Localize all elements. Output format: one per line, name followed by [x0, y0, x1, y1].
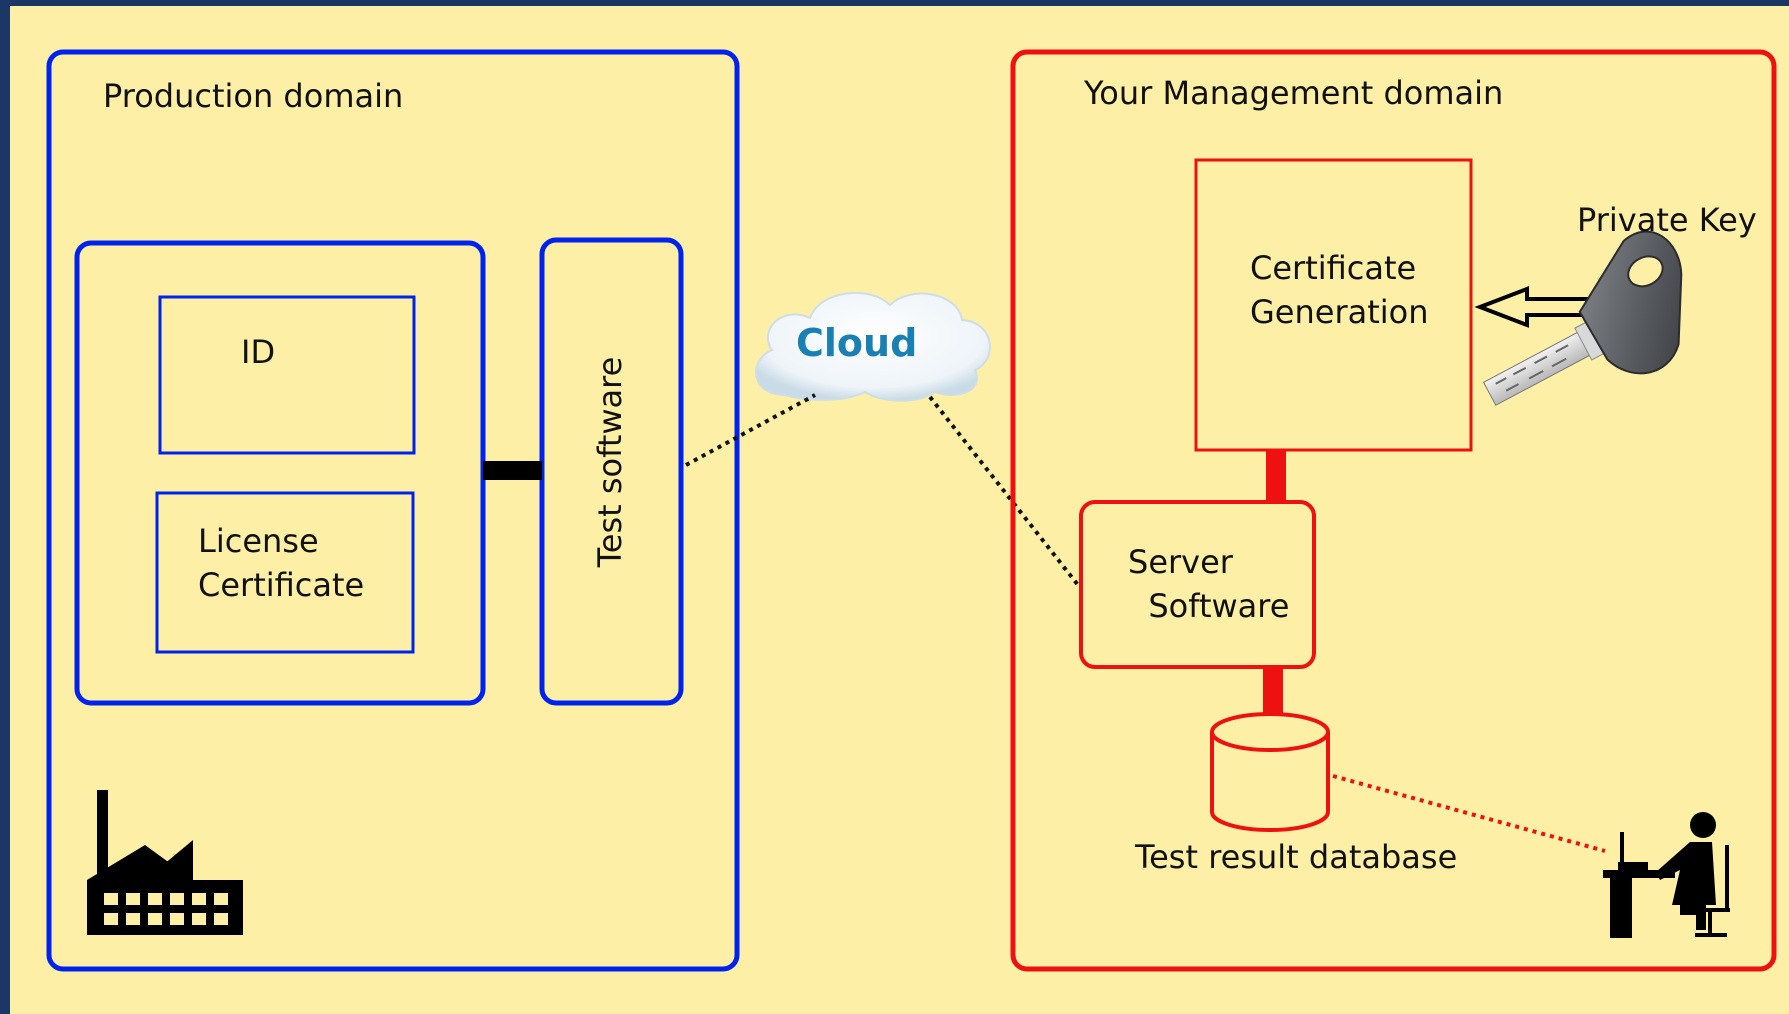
factory-icon [87, 790, 243, 935]
test-software-label: Test software [591, 356, 629, 568]
server-software-label: Server Software [1128, 543, 1290, 625]
diagram-panel [10, 6, 1789, 1014]
license-certificate-label: License Certificate [198, 522, 365, 604]
certificate-generation-box [1194, 158, 1473, 452]
cloud-label: Cloud [796, 321, 918, 365]
management-domain-box [1010, 49, 1777, 972]
database-icon [1210, 712, 1330, 832]
id-box [158, 295, 416, 455]
link-test-software-cloud [685, 393, 816, 467]
connector-cert-server [1266, 450, 1286, 502]
production-domain-box [46, 49, 740, 972]
management-domain-title: Your Management domain [1084, 74, 1504, 112]
operator-at-desk-icon [1603, 812, 1730, 938]
cloud-icon [755, 292, 991, 402]
license-certificate-box [155, 491, 415, 654]
certificate-generation-label: Certificate Generation [1250, 249, 1429, 331]
link-cloud-server [928, 395, 1080, 587]
private-key-label: Private Key [1577, 201, 1757, 239]
test-result-database-label: Test result database [1135, 838, 1458, 876]
id-label: ID [241, 333, 276, 371]
connector-server-database [1263, 667, 1283, 715]
server-software-box [1079, 500, 1316, 669]
device-connector [483, 461, 542, 480]
production-domain-title: Production domain [103, 77, 404, 115]
key-icon [1482, 230, 1683, 406]
link-database-operator [1332, 774, 1606, 853]
